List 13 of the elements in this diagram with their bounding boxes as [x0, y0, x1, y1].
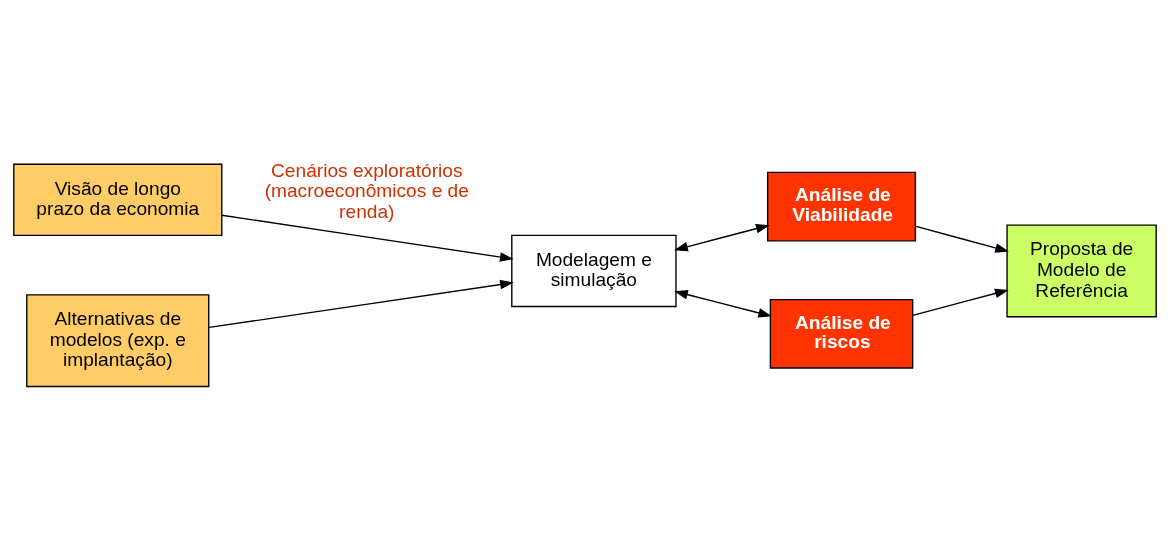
- arrow: [208, 279, 514, 328]
- node-box: Visão de longo prazo da economia: [13, 163, 223, 236]
- node-box: Análise de Viabilidade: [766, 171, 917, 241]
- edge-label: Cenários exploratórios (macroeconômicos e de renda): [264, 159, 469, 222]
- arrow: [912, 288, 1009, 316]
- node-box: Modelagem e simulação: [511, 234, 677, 307]
- node-box: Alternativas de modelos (exp. e implantação): [26, 293, 210, 387]
- arrow: [221, 214, 514, 262]
- arrow: [915, 225, 1009, 253]
- node-box: Proposta de Modelo de Referência: [1006, 223, 1157, 317]
- arrow: [674, 289, 773, 318]
- node-box: Análise de riscos: [769, 298, 914, 369]
- arrow: [674, 223, 770, 251]
